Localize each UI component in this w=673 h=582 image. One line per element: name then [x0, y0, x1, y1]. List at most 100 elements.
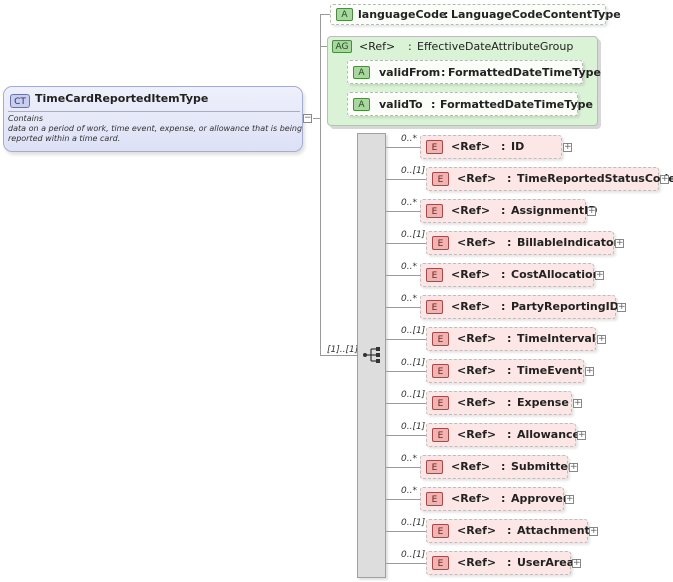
attribute-box-validfrom[interactable]: A validFrom : FormattedDateTimeType — [347, 60, 601, 84]
element-box[interactable]: E <Ref>: TimeReportedStatusCode — [426, 167, 673, 191]
element-cardinality: 0..* — [401, 486, 417, 496]
ref-label: <Ref> — [451, 268, 491, 281]
element-badge: E — [432, 428, 449, 442]
element-separator: : — [501, 300, 506, 313]
plus-square-icon[interactable]: + — [569, 462, 578, 472]
attribute-box-validto[interactable]: A validTo : FormattedDateTimeType — [347, 92, 593, 116]
plus-square-icon[interactable]: + — [565, 494, 574, 504]
element-box[interactable]: E<Ref>:BillableIndicator — [426, 231, 619, 255]
attribute-type: FormattedDateTimeType — [448, 66, 601, 79]
ref-label: <Ref> — [451, 460, 491, 473]
element-cardinality: 0..[1] — [401, 358, 426, 368]
element-name: TimeReportedStatusCode — [517, 172, 673, 185]
connector — [320, 46, 328, 47]
connector — [313, 118, 320, 119]
element-separator: : — [507, 524, 512, 537]
documentation-text: Contains data on a period of work, time … — [8, 114, 303, 143]
element-box[interactable]: E<Ref>:Allowance — [426, 423, 580, 447]
element-box[interactable]: E<Ref>:TimeInterval — [426, 327, 596, 351]
connector — [386, 467, 420, 468]
attribute-name: languageCode — [358, 8, 447, 21]
element-box[interactable]: E<Ref>:Attachment — [426, 519, 590, 543]
element-box[interactable]: E<Ref>:Expense — [426, 391, 572, 415]
attribute-name: validTo — [379, 98, 423, 111]
connector — [320, 14, 330, 15]
element-badge: E — [432, 172, 449, 186]
element-name: BillableIndicator — [517, 236, 619, 249]
ref-label: <Ref> — [457, 332, 497, 345]
complex-type-name: TimeCardReportedItemType — [35, 92, 209, 105]
element-cardinality: 0..[1] — [401, 166, 426, 176]
plus-square-icon[interactable]: + — [585, 366, 594, 376]
plus-square-icon[interactable]: + — [597, 334, 606, 344]
ref-label: <Ref> — [451, 204, 491, 217]
element-separator: : — [507, 428, 512, 441]
ref-label: <Ref> — [457, 172, 497, 185]
element-badge: E — [432, 396, 449, 410]
connector — [386, 435, 426, 436]
element-separator: : — [501, 268, 506, 281]
element-box[interactable]: E<Ref>:AssignmentID — [420, 199, 597, 223]
element-badge: E — [426, 268, 443, 282]
plus-square-icon[interactable]: + — [573, 398, 582, 408]
plus-square-icon[interactable]: + — [660, 174, 669, 184]
attribute-badge: A — [353, 98, 370, 111]
ref-label: <Ref> — [457, 364, 497, 377]
element-badge: E — [432, 556, 449, 570]
plus-square-icon[interactable]: + — [589, 526, 598, 536]
ref-label: <Ref> — [451, 492, 491, 505]
element-cardinality: 0..* — [401, 198, 417, 208]
connector — [386, 531, 426, 532]
plus-square-icon[interactable]: + — [563, 142, 572, 152]
element-cardinality: 0..[1] — [401, 422, 426, 432]
element-separator: : — [501, 140, 506, 153]
attribute-box[interactable]: A languageCode : LanguageCodeContentType — [330, 4, 621, 25]
ref-label: <Ref> — [359, 40, 396, 53]
ref-label: <Ref> — [457, 556, 497, 569]
element-name: PartyReportingIDs — [511, 300, 626, 313]
connector — [386, 563, 426, 564]
sequence-compositor[interactable] — [357, 133, 386, 578]
element-separator: : — [507, 556, 512, 569]
element-badge: E — [426, 460, 443, 474]
element-box[interactable]: E<Ref>:Approver — [420, 487, 568, 511]
plus-square-icon[interactable]: + — [587, 206, 596, 216]
element-name: Approver — [511, 492, 569, 505]
element-separator: : — [507, 364, 512, 377]
element-box[interactable]: E<Ref>:TimeEvent — [426, 359, 584, 383]
element-cardinality: 0..[1] — [401, 550, 426, 560]
plus-square-icon[interactable]: + — [595, 270, 604, 280]
attribute-group-separator: : — [408, 40, 412, 53]
element-name: Allowance — [517, 428, 581, 441]
element-box[interactable]: E <Ref>: UserArea — [426, 551, 575, 575]
element-name: UserArea — [517, 556, 575, 569]
plus-square-icon[interactable]: + — [617, 302, 626, 312]
attribute-group-box[interactable]: AG <Ref> : EffectiveDateAttributeGroup A… — [327, 36, 601, 126]
element-badge: E — [432, 524, 449, 538]
element-separator: : — [507, 172, 512, 185]
element-name: Submitter — [511, 460, 574, 473]
connector — [386, 243, 426, 244]
element-box[interactable]: E<Ref>:CostAllocation — [420, 263, 600, 287]
element-cardinality: 0..[1] — [401, 518, 426, 528]
plus-square-icon[interactable]: + — [577, 430, 586, 440]
attribute-type: LanguageCodeContentType — [451, 8, 621, 21]
plus-square-icon[interactable]: + — [615, 238, 624, 248]
sequence-icon — [363, 347, 380, 363]
attribute-separator: : — [444, 8, 449, 21]
element-separator: : — [501, 460, 506, 473]
collapse-icon[interactable]: − — [303, 113, 312, 123]
connector — [386, 147, 420, 148]
plus-square-icon[interactable]: + — [572, 558, 581, 568]
element-box[interactable]: E<Ref>:PartyReportingIDs — [420, 295, 625, 319]
connector — [320, 355, 357, 356]
element-badge: E — [426, 300, 443, 314]
element-box[interactable]: E <Ref>: Submitter — [420, 455, 573, 479]
element-badge: E — [426, 204, 443, 218]
ref-label: <Ref> — [457, 396, 497, 409]
ref-label: <Ref> — [457, 236, 497, 249]
element-box[interactable]: E<Ref>:ID — [420, 135, 562, 159]
element-cardinality: 0..* — [401, 262, 417, 272]
connector — [386, 275, 420, 276]
complex-type-box[interactable]: CT TimeCardReportedItemType Contains dat… — [3, 86, 303, 152]
